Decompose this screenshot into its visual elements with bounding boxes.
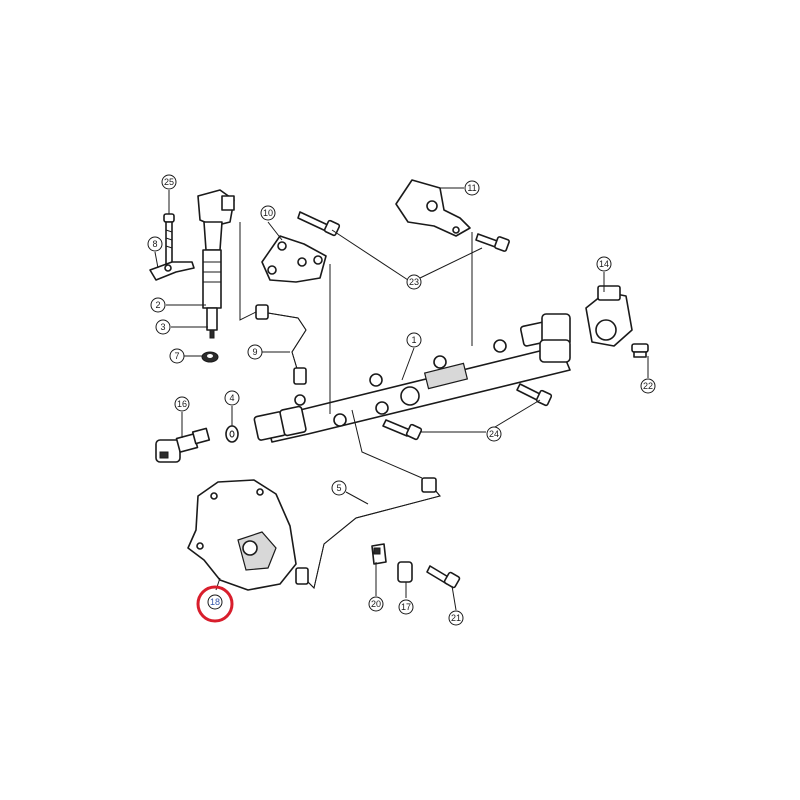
part-washer-7 (201, 351, 219, 363)
callout-21: 21 (448, 610, 464, 626)
callout-label-14: 14 (599, 259, 609, 269)
part-screw-22 (631, 343, 649, 358)
callout-label-16: 16 (177, 399, 187, 409)
part-bracket-10 (261, 235, 327, 283)
callout-23: 23 (406, 274, 422, 290)
callout-label-10: 10 (263, 208, 273, 218)
callout-label-22: 22 (643, 381, 653, 391)
callout-20: 20 (368, 596, 384, 612)
callout-9: 9 (247, 344, 263, 360)
part-bolt-25 (163, 213, 175, 265)
callout-label-7: 7 (174, 351, 179, 361)
callout-10: 10 (260, 205, 276, 221)
part-fuel-rail-1 (253, 313, 571, 443)
callout-7: 7 (169, 348, 185, 364)
callout-label-21: 21 (451, 613, 461, 623)
part-bolt-23a (297, 211, 341, 237)
part-fuel-line-9 (255, 304, 307, 385)
part-bolt-21 (426, 565, 461, 589)
callout-label-1: 1 (411, 335, 416, 345)
callout-24: 24 (486, 426, 502, 442)
callout-label-23: 23 (409, 277, 419, 287)
part-injector (197, 189, 235, 339)
part-clamp-8 (149, 261, 195, 281)
callout-16: 16 (174, 396, 190, 412)
part-sensor-16 (155, 427, 211, 463)
callout-label-18: 18 (210, 597, 220, 607)
callout-8: 8 (147, 236, 163, 252)
callout-label-8: 8 (152, 239, 157, 249)
callout-label-25: 25 (164, 177, 174, 187)
callout-1: 1 (406, 332, 422, 348)
callout-label-11: 11 (467, 183, 476, 193)
callout-label-4: 4 (229, 393, 234, 403)
callout-5: 5 (331, 480, 347, 496)
callout-label-20: 20 (371, 599, 381, 609)
part-clip-20 (371, 543, 387, 565)
leader-lines (154, 187, 649, 611)
part-bolt-24b (382, 419, 423, 441)
part-bolt-23b (475, 233, 510, 252)
callout-label-2: 2 (155, 300, 160, 310)
callout-25: 25 (161, 174, 177, 190)
callout-14: 14 (596, 256, 612, 272)
part-bolt-24a (516, 383, 553, 407)
part-pressure-valve-14 (585, 285, 633, 347)
part-sleeve-17 (397, 561, 413, 583)
highlight-ring (196, 585, 234, 623)
part-pressure-line-5 (295, 477, 441, 589)
callout-label-3: 3 (160, 322, 165, 332)
callout-2: 2 (150, 297, 166, 313)
callout-label-17: 17 (401, 602, 411, 612)
part-pump-18 (187, 479, 297, 591)
callout-11: 11 (464, 180, 480, 196)
callout-17: 17 (398, 599, 414, 615)
callout-label-24: 24 (489, 429, 499, 439)
callout-22: 22 (640, 378, 656, 394)
part-bracket-11 (395, 179, 471, 237)
callout-3: 3 (155, 319, 171, 335)
callout-4: 4 (224, 390, 240, 406)
callout-label-5: 5 (336, 483, 341, 493)
callout-18: 18 (196, 585, 234, 623)
part-seal-4 (225, 425, 239, 443)
callout-label-9: 9 (252, 347, 257, 357)
